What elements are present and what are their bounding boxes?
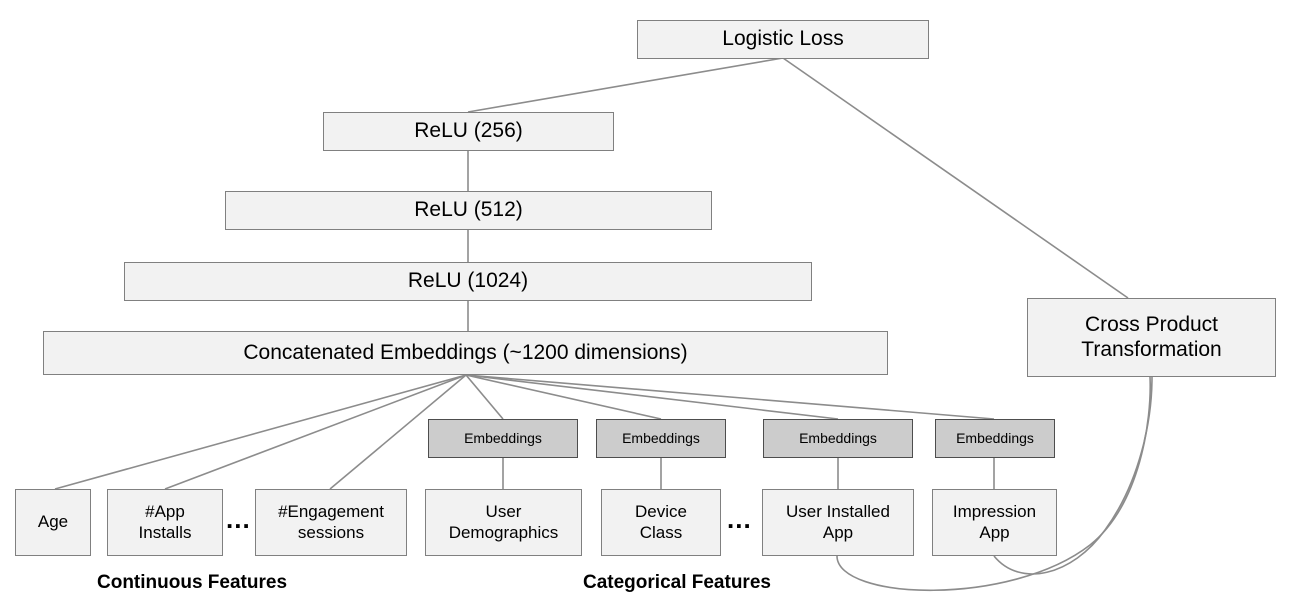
node-embeddings-user-demographics[interactable]: Embeddings [428,419,578,458]
node-embeddings-2-label: Embeddings [622,430,700,447]
node-embeddings-3-label: Embeddings [799,430,877,447]
node-relu-256-label: ReLU (256) [414,119,523,143]
edge-loss-to-relu256 [467,57,784,113]
edge-concat-to-embeddings-2 [465,374,662,420]
node-feature-user-demographics[interactable]: User Demographics [425,489,582,556]
node-feature-user-installed-app-line2: App [822,522,854,542]
node-relu-1024-label: ReLU (1024) [407,269,529,293]
group-label-continuous-features: Continuous Features [97,572,288,593]
node-feature-app-installs[interactable]: #App Installs [107,489,223,556]
node-feature-device-class[interactable]: Device Class [601,489,721,556]
node-logistic-loss-label: Logistic Loss [722,27,844,51]
node-concatenated-embeddings-label: Concatenated Embeddings (~1200 dimension… [243,340,688,364]
node-embeddings-4-label: Embeddings [956,430,1034,447]
node-relu-256[interactable]: ReLU (256) [323,112,614,151]
edge-loss-to-crossproduct [782,57,1129,299]
node-feature-user-demographics-line2: Demographics [448,522,559,542]
edge-concat-to-embeddings-4 [465,374,995,420]
node-feature-impression-app-line2: App [979,522,1010,542]
node-relu-512[interactable]: ReLU (512) [225,191,712,230]
group-label-categorical-features: Categorical Features [583,572,771,593]
node-feature-device-class-line1: Device [635,502,687,522]
node-feature-engagement-sessions-line2: sessions [297,522,365,542]
node-feature-impression-app-line1: Impression [952,502,1037,522]
node-feature-age[interactable]: Age [15,489,91,556]
node-feature-user-demographics-line1: User [485,502,522,522]
node-cross-product-line1: Cross Product [1084,312,1219,336]
node-feature-user-installed-app[interactable]: User Installed App [762,489,914,556]
node-concatenated-embeddings[interactable]: Concatenated Embeddings (~1200 dimension… [43,331,888,375]
node-embeddings-1-label: Embeddings [464,430,542,447]
edge-userinstalledapp-to-crossproduct [836,376,1152,592]
node-cross-product-transformation[interactable]: Cross Product Transformation [1027,298,1276,377]
node-feature-user-installed-app-line1: User Installed [786,502,890,522]
node-feature-device-class-line2: Class [639,522,683,542]
edge-concat-to-embeddings-1 [465,374,504,420]
node-embeddings-device-class[interactable]: Embeddings [596,419,726,458]
edge-concat-to-embeddings-3 [465,374,839,420]
node-feature-engagement-sessions-line1: #Engagement [278,502,384,522]
node-cross-product-line2: Transformation [1081,337,1222,361]
node-embeddings-user-installed-app[interactable]: Embeddings [763,419,913,458]
node-feature-app-installs-line2: Installs [138,522,192,542]
node-relu-1024[interactable]: ReLU (1024) [124,262,812,301]
ellipsis-continuous-features: ... [226,504,251,534]
edge-concat-to-appinstalls [164,374,467,490]
node-embeddings-impression-app[interactable]: Embeddings [935,419,1055,458]
node-feature-app-installs-line1: #App [145,502,185,522]
edge-concat-to-age [54,374,467,490]
node-feature-impression-app[interactable]: Impression App [932,489,1057,556]
node-logistic-loss[interactable]: Logistic Loss [637,20,929,59]
node-feature-engagement-sessions[interactable]: #Engagement sessions [255,489,407,556]
ellipsis-categorical-features: ... [727,504,752,534]
node-feature-age-label: Age [37,512,69,532]
node-relu-512-label: ReLU (512) [414,198,523,222]
